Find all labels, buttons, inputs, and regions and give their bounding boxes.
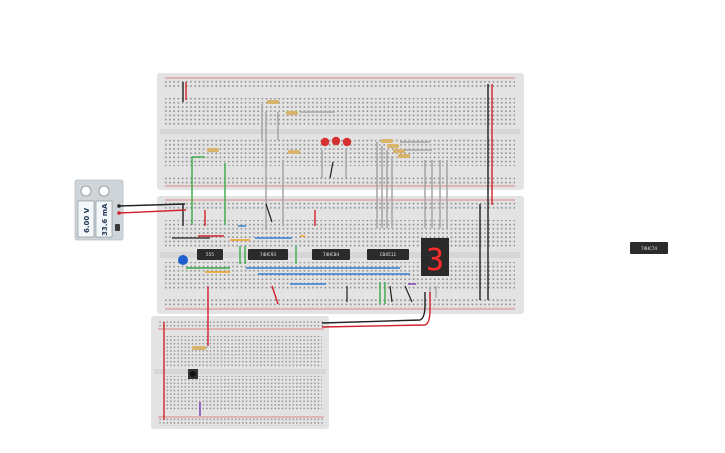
chip-74hc74-loose[interactable]: 74HC74 bbox=[630, 242, 668, 254]
led-group[interactable] bbox=[320, 136, 352, 147]
breadboard-small[interactable] bbox=[151, 316, 329, 429]
meter-leads[interactable] bbox=[118, 203, 187, 214]
seven-segment-digit: 3 bbox=[426, 243, 444, 278]
wires-top-board[interactable] bbox=[182, 82, 493, 300]
meter-dial-right bbox=[98, 185, 110, 197]
led-red-3 bbox=[342, 137, 352, 147]
multimeter[interactable]: 6.00 V 33.6 mA bbox=[74, 179, 124, 241]
chip-cd4511[interactable]: CD4511 bbox=[367, 249, 409, 260]
wires-small-board[interactable] bbox=[163, 322, 206, 420]
chip-74hc93[interactable]: 74HC93 bbox=[248, 249, 288, 260]
svg-text:74HC93: 74HC93 bbox=[260, 252, 277, 258]
resistors-top-board[interactable] bbox=[207, 100, 410, 158]
led-red-1 bbox=[320, 137, 330, 147]
chip-74hc04[interactable]: 74HC04 bbox=[312, 249, 350, 260]
meter-voltage-readout: 6.00 V bbox=[83, 207, 91, 233]
svg-text:74HC04: 74HC04 bbox=[323, 252, 340, 258]
svg-text:CD4511: CD4511 bbox=[380, 252, 397, 258]
meter-current-readout: 33.6 mA bbox=[101, 203, 109, 236]
capacitor[interactable] bbox=[178, 255, 188, 265]
breadboard-top[interactable] bbox=[157, 73, 524, 190]
wires-middle-board[interactable] bbox=[172, 203, 481, 305]
svg-text:74HC74: 74HC74 bbox=[641, 246, 658, 252]
svg-text:555: 555 bbox=[206, 252, 214, 258]
breadboard-middle[interactable] bbox=[157, 196, 524, 314]
wires-cross-board[interactable] bbox=[207, 286, 431, 346]
seven-segment-display[interactable]: 3 bbox=[421, 238, 449, 278]
push-button[interactable] bbox=[188, 369, 198, 379]
meter-dial-left bbox=[80, 185, 92, 197]
led-red-2 bbox=[331, 136, 341, 146]
chip-555[interactable]: 555 bbox=[197, 249, 223, 260]
resistor-small-board bbox=[192, 346, 206, 350]
